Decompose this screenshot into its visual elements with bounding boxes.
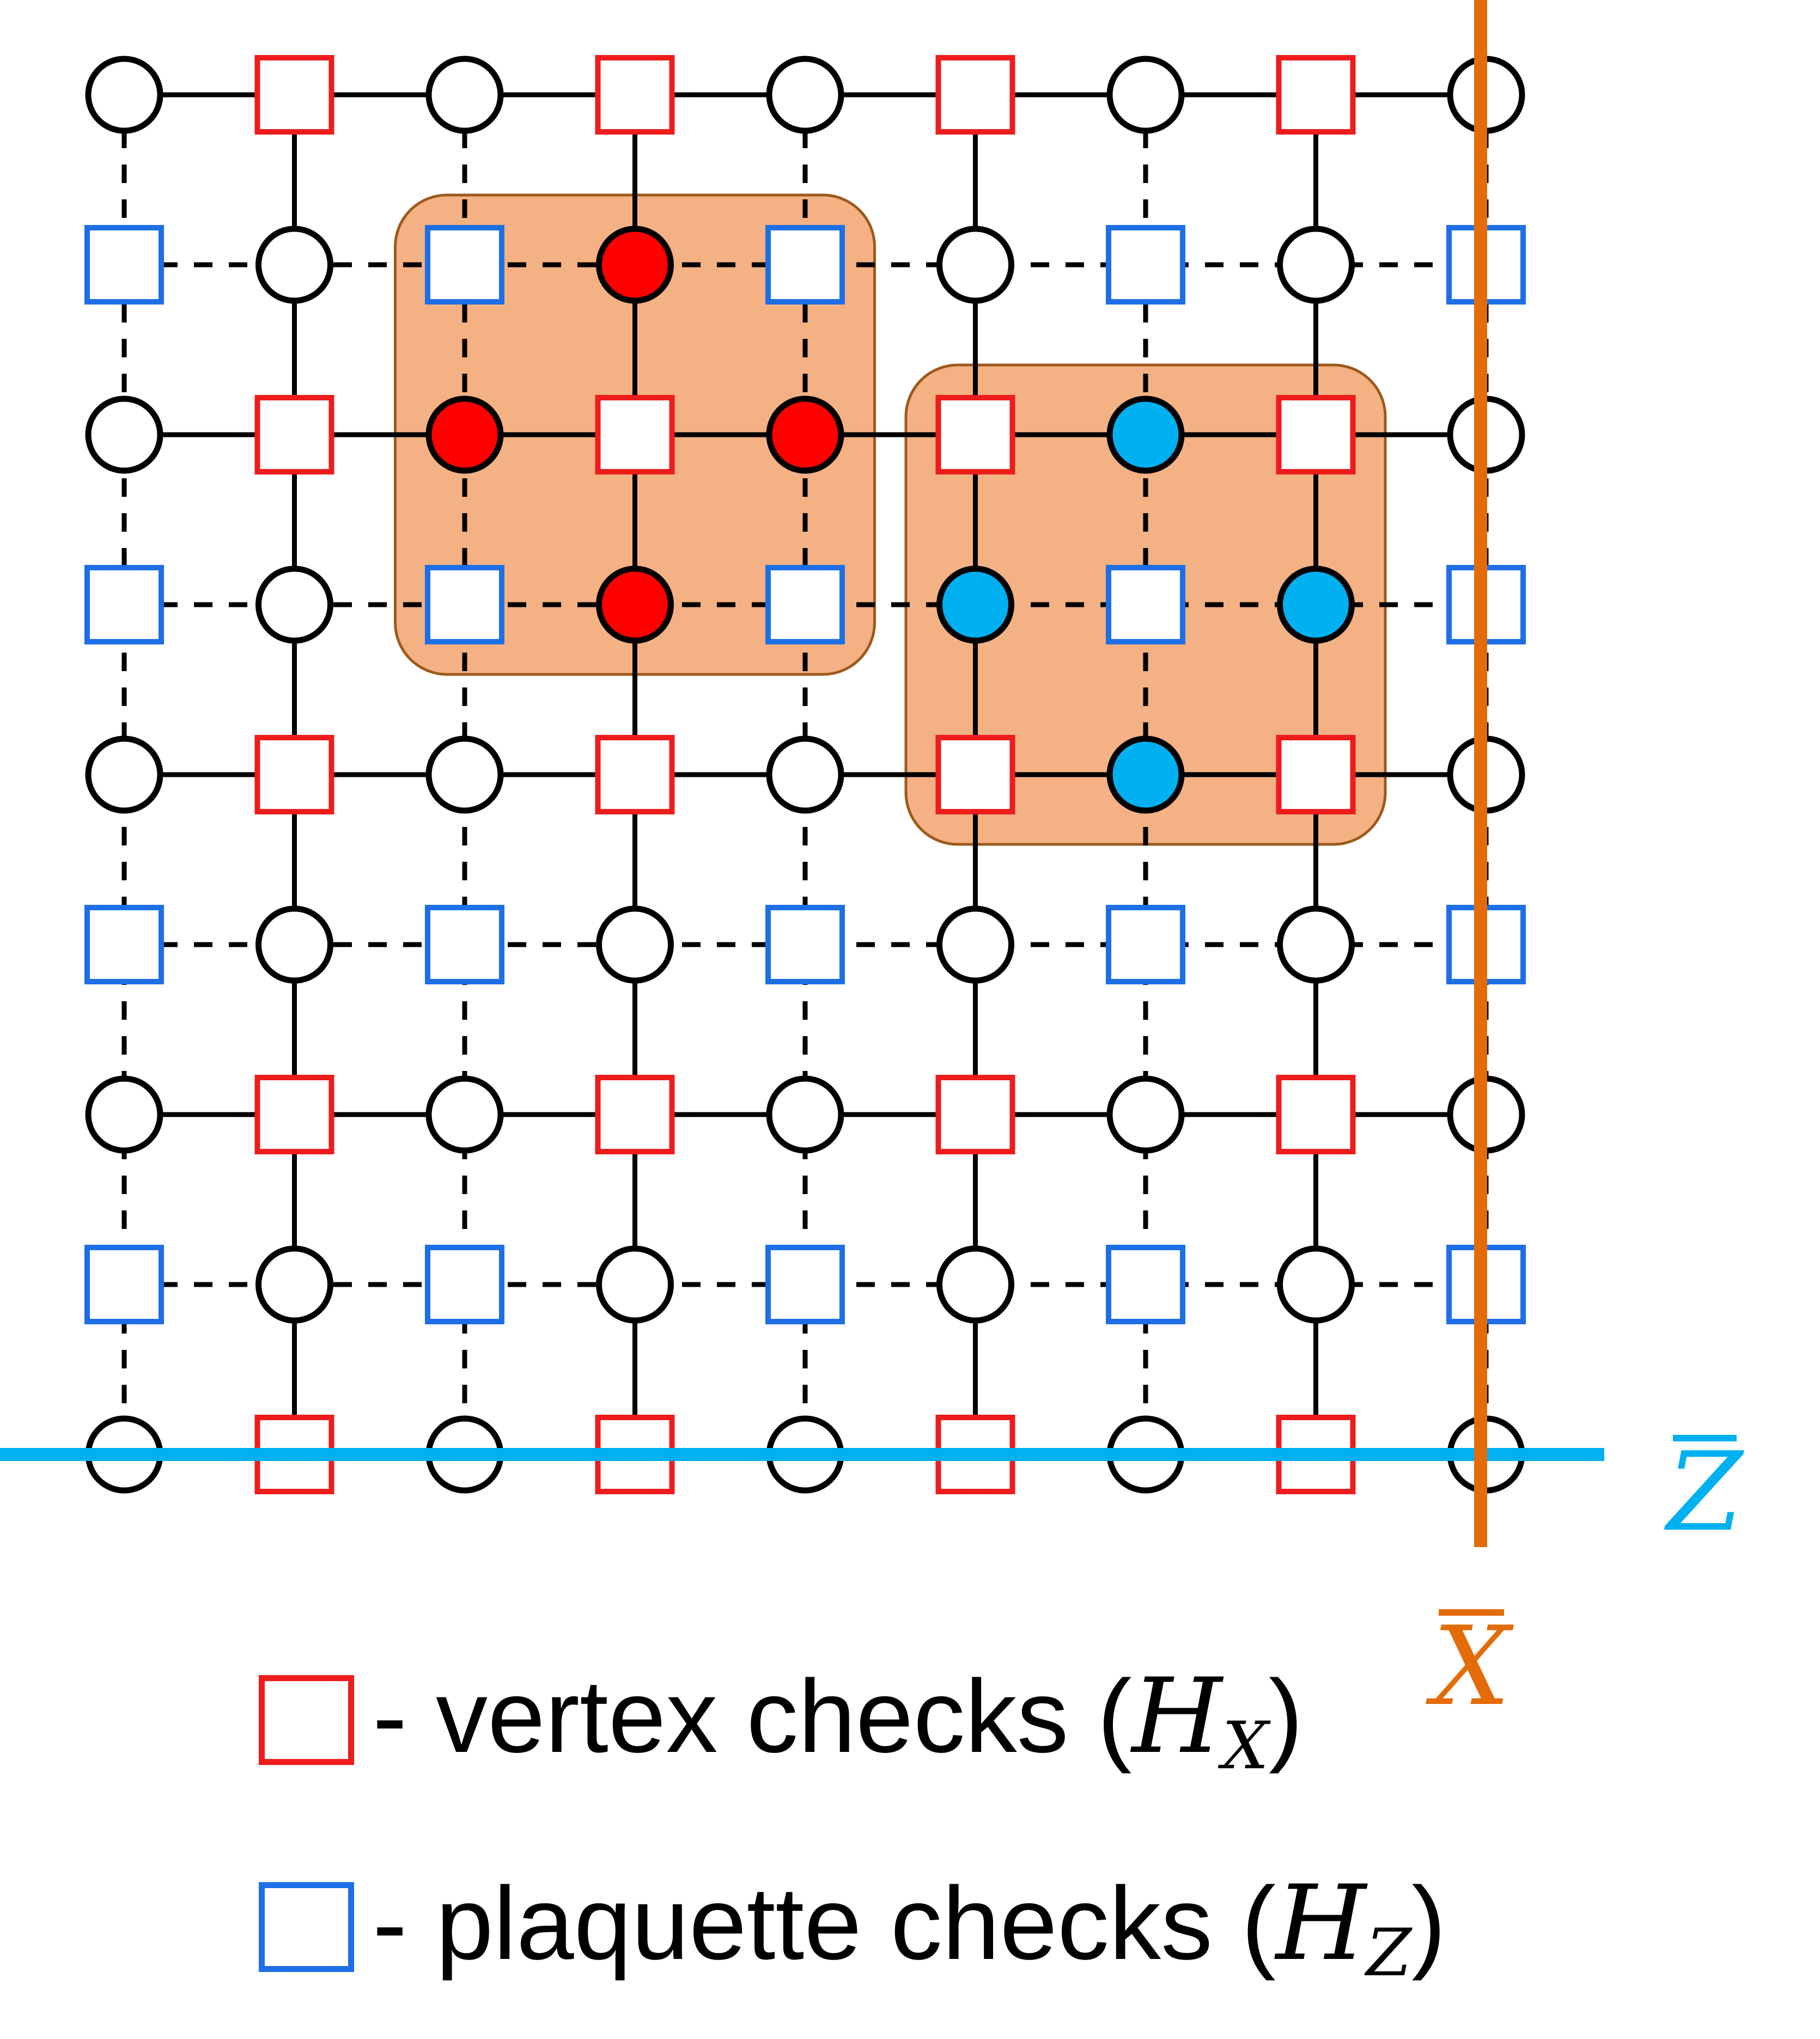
legend-vertex-math: H — [1131, 1656, 1222, 1776]
vertex-check — [935, 735, 1015, 814]
vertex-check — [595, 55, 675, 135]
data-qubit — [1277, 1245, 1355, 1324]
plaquette-check — [765, 565, 845, 644]
vertex-check — [935, 55, 1015, 135]
vertex-check — [935, 1075, 1015, 1154]
plaquette-check-swatch — [259, 1882, 354, 1972]
logical-z-overbar — [1673, 1435, 1737, 1441]
data-qubit — [936, 226, 1014, 304]
logical-x-label: X — [1433, 1609, 1510, 1721]
plaquette-check — [1106, 905, 1185, 984]
vertex-check — [1276, 1075, 1356, 1154]
plaquette-check — [1106, 1245, 1185, 1324]
data-qubit — [85, 56, 163, 134]
z-error-qubit — [1277, 565, 1355, 644]
vertex-check — [254, 735, 334, 814]
legend-vertex-label: - vertex checks ( — [373, 1659, 1132, 1774]
plaquette-check — [1106, 565, 1185, 644]
x-error-qubit — [596, 226, 674, 304]
plaquette-check — [84, 905, 164, 984]
plaquette-check — [765, 905, 845, 984]
vertex-check-swatch — [259, 1675, 354, 1765]
data-qubit — [85, 735, 163, 814]
plaquette-check — [1106, 225, 1185, 305]
data-qubit — [936, 905, 1014, 984]
z-error-qubit — [936, 565, 1014, 644]
data-qubit — [766, 1075, 844, 1154]
x-error-qubit — [596, 565, 674, 644]
highlight-layer — [394, 193, 1387, 846]
legend-plaquette-checks: - plaquette checks (HZ) — [259, 1863, 1446, 1991]
data-qubit — [255, 226, 333, 304]
plaquette-check — [425, 565, 504, 644]
x-error-qubit — [766, 395, 844, 474]
legend-vertex-text: - vertex checks (HX) — [373, 1656, 1303, 1784]
vertex-check — [1276, 735, 1356, 814]
logical-x-overbar — [1439, 1609, 1504, 1616]
legend-plaquette-label: - plaquette checks ( — [373, 1866, 1276, 1981]
data-qubit — [936, 1245, 1014, 1324]
data-qubit — [85, 1075, 163, 1154]
vertex-check — [1276, 395, 1356, 474]
logical-x-text: X — [1433, 1603, 1511, 1730]
data-qubit — [85, 395, 163, 474]
vertex-check — [595, 395, 675, 474]
plaquette-check — [84, 565, 164, 644]
plaquette-check — [765, 1245, 845, 1324]
data-qubit — [425, 735, 504, 814]
data-qubit — [1106, 56, 1185, 134]
data-qubit — [1277, 226, 1355, 304]
vertex-check — [254, 395, 334, 474]
plaquette-check — [425, 905, 504, 984]
plaquette-check — [425, 225, 504, 305]
legend-vertex-checks: - vertex checks (HX) — [259, 1656, 1303, 1784]
data-qubit — [425, 1075, 504, 1154]
z-error-qubit — [1106, 735, 1185, 814]
vertex-check — [595, 1075, 675, 1154]
z-error-qubit — [1106, 395, 1185, 474]
vertex-check — [254, 55, 334, 135]
vertex-check — [1276, 55, 1356, 135]
plaquette-check — [84, 1245, 164, 1324]
vertex-check — [595, 735, 675, 814]
node-layer — [84, 55, 1526, 1494]
data-qubit — [255, 905, 333, 984]
plaquette-check — [765, 225, 845, 305]
legend-vertex-close: ) — [1268, 1659, 1304, 1774]
logical-operator-layer — [0, 0, 1604, 1547]
data-qubit — [766, 735, 844, 814]
legend-vertex-sub: X — [1222, 1708, 1269, 1784]
legend-plaquette-sub: Z — [1366, 1915, 1412, 1991]
x-error-qubit — [425, 395, 504, 474]
logical-z-label: Z — [1667, 1435, 1743, 1547]
plaquette-check — [84, 225, 164, 305]
legend-plaquette-text: - plaquette checks (HZ) — [373, 1863, 1446, 1991]
data-qubit — [1106, 1075, 1185, 1154]
legend-plaquette-math: H — [1276, 1863, 1366, 1983]
vertex-check — [254, 1075, 334, 1154]
data-qubit — [766, 56, 844, 134]
vertex-check — [935, 395, 1015, 474]
data-qubit — [596, 905, 674, 984]
data-qubit — [596, 1245, 674, 1324]
data-qubit — [255, 565, 333, 644]
legend-plaquette-close: ) — [1411, 1866, 1446, 1981]
data-qubit — [1277, 905, 1355, 984]
data-qubit — [425, 56, 504, 134]
data-qubit — [255, 1245, 333, 1324]
logical-z-text: Z — [1667, 1429, 1743, 1556]
plaquette-check — [425, 1245, 504, 1324]
